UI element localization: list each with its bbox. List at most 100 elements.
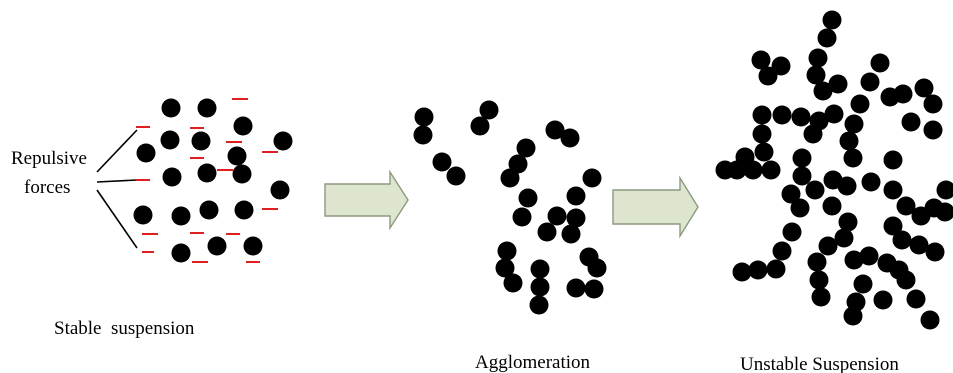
unstable-particle bbox=[896, 270, 916, 290]
unstable-particle bbox=[754, 142, 774, 162]
unstable-particle bbox=[896, 196, 916, 216]
unstable-particle bbox=[743, 160, 763, 180]
unstable-particle bbox=[850, 94, 870, 114]
unstable-particle bbox=[935, 202, 953, 222]
agglomeration-particle bbox=[512, 207, 532, 227]
unstable-particle bbox=[808, 48, 828, 68]
leader-lines bbox=[96, 129, 138, 249]
agglomeration-caption: Agglomeration bbox=[475, 352, 591, 373]
unstable-particle bbox=[923, 120, 943, 140]
process-arrow-2 bbox=[612, 175, 699, 239]
unstable-particle bbox=[870, 53, 890, 73]
agglomeration-particles bbox=[413, 100, 607, 315]
unstable-particle bbox=[844, 250, 864, 270]
unstable-particle bbox=[761, 160, 781, 180]
stable-particle bbox=[136, 143, 156, 163]
unstable-particle bbox=[715, 160, 735, 180]
unstable-particle bbox=[732, 262, 752, 282]
unstable-particle bbox=[906, 289, 926, 309]
stable-particle bbox=[233, 116, 253, 136]
agglomeration-particle bbox=[560, 128, 580, 148]
unstable-particle bbox=[752, 105, 772, 125]
stable-particle bbox=[199, 200, 219, 220]
stable-particle bbox=[207, 236, 227, 256]
unstable-particle bbox=[781, 184, 801, 204]
unstable-particle bbox=[809, 270, 829, 290]
agglomeration-particle bbox=[518, 188, 538, 208]
unstable-particle bbox=[843, 148, 863, 168]
unstable-particle bbox=[839, 131, 859, 151]
agglomeration-particle bbox=[432, 152, 452, 172]
unstable-suspension-particles bbox=[715, 10, 953, 330]
unstable-particle bbox=[818, 236, 838, 256]
agglomeration-particle bbox=[414, 107, 434, 127]
unstable-particle bbox=[853, 274, 873, 294]
stable-particle bbox=[197, 98, 217, 118]
stable-suspension-particles bbox=[133, 98, 293, 263]
unstable-particle bbox=[807, 252, 827, 272]
unstable-particle bbox=[748, 260, 768, 280]
agglomeration-particle bbox=[470, 116, 490, 136]
unstable-particle bbox=[893, 84, 913, 104]
unstable-particle bbox=[920, 310, 940, 330]
agglomeration-particle bbox=[587, 258, 607, 278]
unstable-particle bbox=[834, 228, 854, 248]
agglomeration-particle bbox=[516, 138, 536, 158]
unstable-particle bbox=[805, 180, 825, 200]
unstable-particle bbox=[883, 180, 903, 200]
unstable-suspension-caption: Unstable Suspension bbox=[740, 354, 899, 373]
stable-particle bbox=[197, 163, 217, 183]
stable-charge-marks bbox=[136, 98, 278, 263]
agglomeration-particle bbox=[530, 277, 550, 297]
agglomeration-particle bbox=[566, 208, 586, 228]
unstable-particle bbox=[772, 241, 792, 261]
unstable-particle bbox=[822, 196, 842, 216]
agglomeration-particle bbox=[497, 241, 517, 261]
agglomeration-particle bbox=[495, 258, 515, 278]
agglomeration-particle bbox=[508, 154, 528, 174]
unstable-particle bbox=[813, 81, 833, 101]
unstable-particle bbox=[860, 72, 880, 92]
unstable-particle bbox=[837, 176, 857, 196]
agglomeration-particle bbox=[582, 168, 602, 188]
unstable-particle bbox=[792, 148, 812, 168]
unstable-particle bbox=[811, 287, 831, 307]
unstable-particle bbox=[766, 259, 786, 279]
unstable-particle bbox=[751, 50, 771, 70]
stable-particle bbox=[270, 180, 290, 200]
unstable-particle bbox=[861, 172, 881, 192]
unstable-particle bbox=[843, 306, 863, 326]
unstable-particle bbox=[844, 114, 864, 134]
stable-particle bbox=[273, 131, 293, 151]
stable-particle bbox=[243, 236, 263, 256]
agglomeration-particle bbox=[537, 222, 557, 242]
process-arrow-1 bbox=[324, 169, 409, 231]
unstable-particle bbox=[859, 246, 879, 266]
agglomeration-particle bbox=[446, 166, 466, 186]
unstable-particle bbox=[914, 78, 934, 98]
unstable-particle bbox=[772, 105, 792, 125]
unstable-particle bbox=[771, 56, 791, 76]
unstable-particle bbox=[909, 235, 929, 255]
agglomeration-particle bbox=[545, 120, 565, 140]
stable-particle bbox=[234, 200, 254, 220]
unstable-particle bbox=[806, 65, 826, 85]
unstable-particle bbox=[758, 66, 778, 86]
agglomeration-particle bbox=[479, 100, 499, 120]
unstable-particle bbox=[817, 28, 837, 48]
unstable-particle bbox=[883, 150, 903, 170]
agglomeration-particle bbox=[566, 278, 586, 298]
unstable-particle bbox=[792, 166, 812, 186]
agglomeration-particle bbox=[561, 224, 581, 244]
agglomeration-particle bbox=[584, 279, 604, 299]
unstable-particle bbox=[782, 222, 802, 242]
unstable-particle bbox=[901, 112, 921, 132]
stable-particle bbox=[171, 206, 191, 226]
agglomeration-particle bbox=[500, 168, 520, 188]
unstable-particle bbox=[790, 198, 810, 218]
agglomeration-particle bbox=[566, 186, 586, 206]
agglomeration-particle bbox=[530, 259, 550, 279]
stable-particle bbox=[162, 167, 182, 187]
unstable-particle bbox=[923, 94, 943, 114]
